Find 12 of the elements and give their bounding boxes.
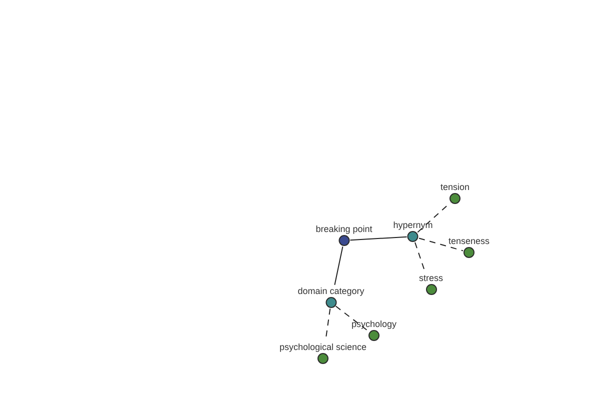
- node-label: hypernym: [393, 220, 433, 231]
- connector-line: [334, 246, 344, 286]
- node-label: tension: [440, 182, 470, 193]
- node-label: tenseness: [448, 236, 490, 247]
- connector-line: [335, 306, 370, 332]
- node-label: breaking point: [316, 224, 372, 235]
- node-label: domain category: [298, 286, 364, 297]
- node-label: psychological science: [279, 342, 367, 353]
- node-label: stress: [419, 273, 443, 284]
- connector-line: [418, 238, 464, 252]
- connector-line: [350, 236, 408, 241]
- node-label: psychology: [351, 319, 397, 330]
